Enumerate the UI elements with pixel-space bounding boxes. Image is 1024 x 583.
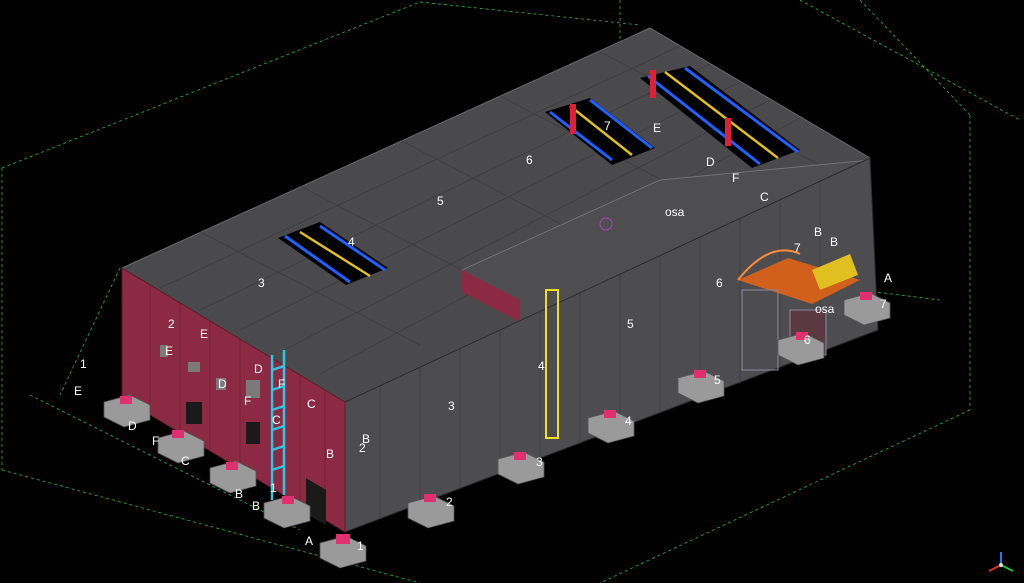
door-frame xyxy=(545,289,559,439)
end-wall-openings xyxy=(160,345,326,525)
end-wall[interactable] xyxy=(121,267,346,533)
footings xyxy=(103,292,891,569)
axis-triad-icon xyxy=(988,552,1014,572)
roof-opening-3 xyxy=(640,66,800,168)
footing-anchors xyxy=(120,292,872,544)
roof-step-wall xyxy=(462,270,520,322)
ladder xyxy=(270,350,286,500)
side-wall-ribs xyxy=(379,182,821,519)
roof-opening-2 xyxy=(545,98,655,165)
roof-marker xyxy=(599,217,613,231)
roof-opening-1 xyxy=(278,222,388,285)
